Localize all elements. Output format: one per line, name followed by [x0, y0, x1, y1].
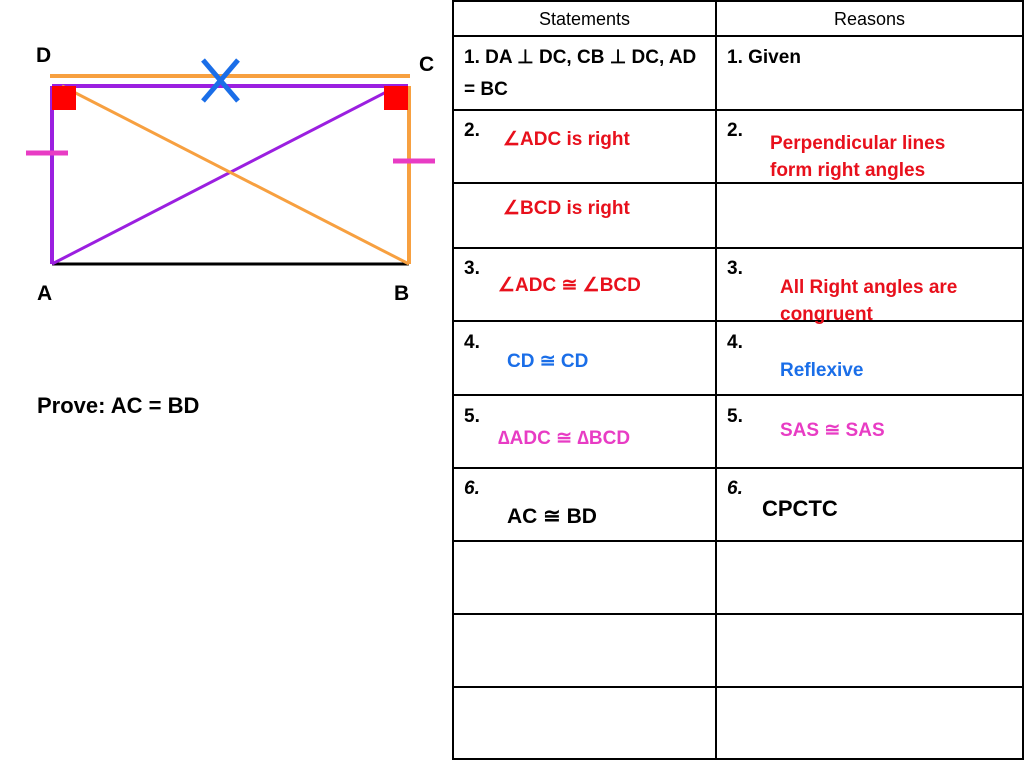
statement-number-4: 4. — [464, 332, 480, 353]
reason-number-3: 3. — [727, 258, 743, 279]
geometry-diagram: D C A B — [0, 0, 450, 330]
row-divider — [454, 182, 1022, 184]
label-d: D — [36, 44, 52, 67]
statement-number-6: 6. — [464, 478, 480, 499]
statement-4: CD ≅ CD — [507, 351, 589, 372]
x-mark-icon-stroke — [201, 58, 240, 103]
header-statements: Statements — [538, 9, 631, 29]
statement-number-2: 2. — [464, 120, 480, 141]
reason-number-2: 2. — [727, 120, 743, 141]
row-divider — [454, 35, 1022, 37]
row-divider — [454, 467, 1022, 469]
reason-number-6: 6. — [727, 478, 743, 499]
rectangle-figure — [26, 58, 435, 266]
reason-2: Perpendicular lines form right angles — [770, 133, 946, 181]
statement-5: ∆ADC ≅ ∆BCD — [498, 428, 631, 449]
row-divider — [454, 686, 1022, 688]
row-divider — [454, 540, 1022, 542]
reason-4: Reflexive — [780, 360, 864, 381]
statement-2b: ∠BCD is right — [503, 198, 630, 219]
reason-3: All Right angles are congruent — [780, 277, 958, 325]
row-divider — [454, 109, 1022, 111]
reason-6: CPCTC — [762, 496, 838, 521]
proof-table: Statements Reasons 1. DA ⊥ DC, CB ⊥ DC, … — [452, 0, 1024, 760]
statement-number-3: 3. — [464, 258, 480, 279]
column-divider — [715, 2, 717, 758]
right-angle-d-marker — [52, 86, 76, 110]
reason-number-4: 4. — [727, 332, 743, 353]
row-divider — [454, 247, 1022, 249]
statement-3: ∠ADC ≅ ∠BCD — [498, 275, 641, 296]
prove-statement: Prove: AC = BD — [37, 393, 200, 418]
label-b: B — [394, 282, 410, 305]
statement-6: AC ≅ BD — [507, 505, 597, 528]
label-c: C — [419, 53, 435, 76]
statement-number-5: 5. — [464, 406, 480, 427]
row-divider — [454, 613, 1022, 615]
diagonal-ac — [51, 84, 399, 266]
reason-1: 1. Given — [727, 47, 801, 68]
row-divider — [454, 320, 1022, 322]
statement-2: ∠ADC is right — [503, 129, 630, 150]
label-a: A — [37, 282, 53, 305]
reason-5: SAS ≅ SAS — [780, 420, 885, 441]
diagonal-db — [61, 84, 410, 266]
statement-1: 1. DA ⊥ DC, CB ⊥ DC, AD = BC — [464, 47, 697, 100]
header-reasons: Reasons — [833, 9, 906, 29]
right-angle-c-marker — [384, 86, 408, 110]
row-divider — [454, 394, 1022, 396]
reason-number-5: 5. — [727, 406, 743, 427]
